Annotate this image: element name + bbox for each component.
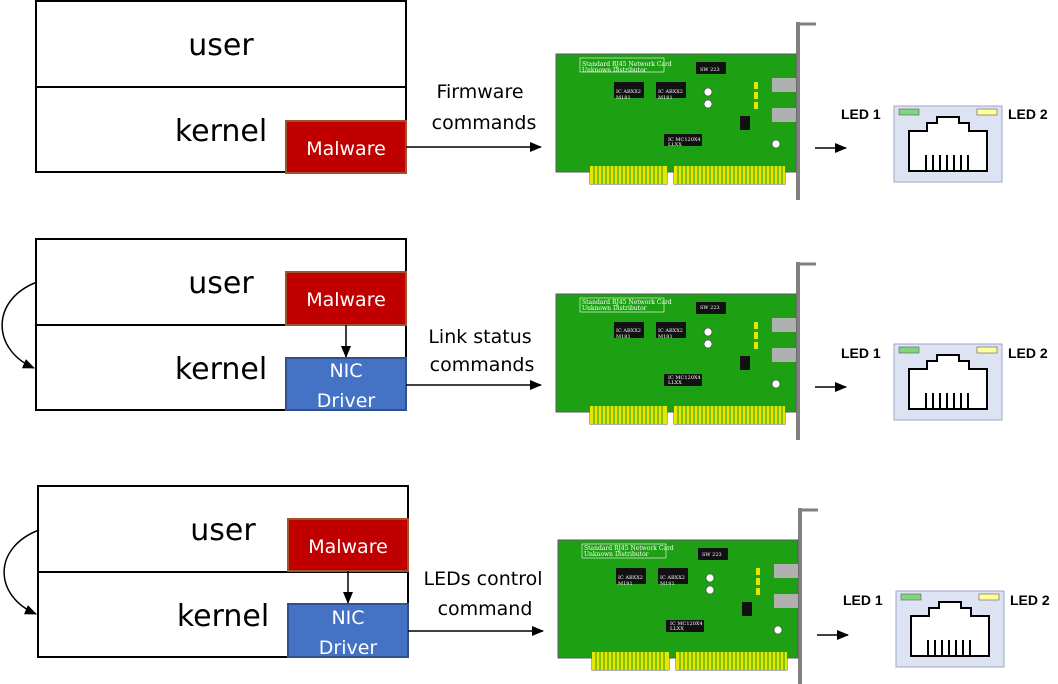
chip-c-sub: LLXX (670, 626, 684, 632)
led2-label: LED 2 (1008, 345, 1048, 361)
chip-a-sub: M181 (616, 334, 631, 340)
malware-label: Malware (306, 138, 386, 160)
kernel-label: kernel (177, 599, 269, 634)
nic-driver-label-line-2: Driver (319, 637, 378, 659)
user-to-kernel-curve-arrow (3, 529, 40, 615)
rj45-port (893, 105, 1003, 183)
chip-b-label: IC ABXX2 (658, 328, 683, 334)
card-title-line-1: Standard RJ45 Network Card (582, 299, 672, 306)
row-2: user kernel Malware NIC Driver Link stat… (1, 238, 1048, 442)
network-card: Standard RJ45 Network Card Unknown Distr… (556, 508, 820, 684)
command-label-line-1: LEDs control (423, 568, 542, 590)
chip-c-label: IC MC120X4 (670, 621, 703, 627)
nic-driver-label-line-1: NIC (329, 360, 362, 382)
user-to-kernel-curve-arrow (1, 281, 38, 369)
nic-driver-label-line-2: Driver (317, 390, 376, 412)
card-title-line-2: Unknown Distributor (584, 551, 649, 558)
card-title-line-2: Unknown Distributor (582, 67, 647, 74)
chip-b-sub: M181 (658, 95, 673, 101)
command-label-line-2: commands (432, 112, 537, 134)
network-card: Standard RJ45 Network Card Unknown Distr… (554, 22, 818, 202)
kernel-label: kernel (175, 114, 267, 149)
card-title-line-2: Unknown Distributor (582, 305, 647, 312)
chip-a-label: IC ABXX2 (616, 328, 641, 334)
chip-a-label: IC ABXX2 (618, 575, 643, 581)
chip-b-sub: M181 (658, 334, 673, 340)
card-title-line-1: Standard RJ45 Network Card (582, 61, 672, 68)
led1-label: LED 1 (841, 106, 881, 122)
switch-label: SW 223 (700, 305, 720, 311)
malware-label: Malware (308, 536, 388, 558)
rj45-port (893, 343, 1003, 421)
malware-box (285, 271, 407, 326)
user-layer-box (35, 0, 407, 88)
chip-c-sub: LLXX (668, 380, 682, 386)
command-label-line-2: command (438, 598, 533, 620)
user-label: user (190, 513, 256, 548)
chip-c-label: IC MC120X4 (668, 137, 701, 143)
led2-label: LED 2 (1010, 592, 1050, 608)
chip-a-sub: M181 (618, 581, 633, 587)
row-3: user kernel Malware NIC Driver LEDs cont… (3, 485, 1050, 684)
rj45-port (895, 590, 1005, 668)
chip-a-label: IC ABXX2 (616, 89, 641, 95)
command-label-line-1: Link status (428, 326, 531, 348)
row-1: user kernel Malware Firmware commands St… (35, 0, 1048, 202)
switch-label: SW 223 (700, 67, 720, 73)
chip-a-sub: M181 (616, 95, 631, 101)
network-card: Standard RJ45 Network Card Unknown Distr… (554, 262, 818, 442)
kernel-label: kernel (175, 352, 267, 387)
led1-label: LED 1 (841, 345, 881, 361)
chip-b-label: IC ABXX2 (658, 89, 683, 95)
card-title-line-1: Standard RJ45 Network Card (584, 545, 674, 552)
command-label-line-2: commands (430, 354, 535, 376)
switch-label: SW 223 (702, 552, 722, 558)
chip-c-sub: LLXX (668, 142, 682, 148)
command-label-line-1: Firmware (436, 81, 523, 103)
nic-driver-box (285, 357, 407, 411)
malware-box (285, 120, 407, 174)
led2-label: LED 2 (1008, 106, 1048, 122)
user-label: user (188, 266, 254, 301)
malware-label: Malware (306, 289, 386, 311)
chip-c-label: IC MC120X4 (668, 375, 701, 381)
user-label: user (188, 28, 254, 63)
nic-driver-box (287, 603, 409, 658)
malware-box (287, 518, 409, 572)
nic-driver-label-line-1: NIC (331, 607, 364, 629)
chip-b-label: IC ABXX2 (660, 575, 685, 581)
led1-label: LED 1 (843, 592, 883, 608)
chip-b-sub: M181 (660, 581, 675, 587)
